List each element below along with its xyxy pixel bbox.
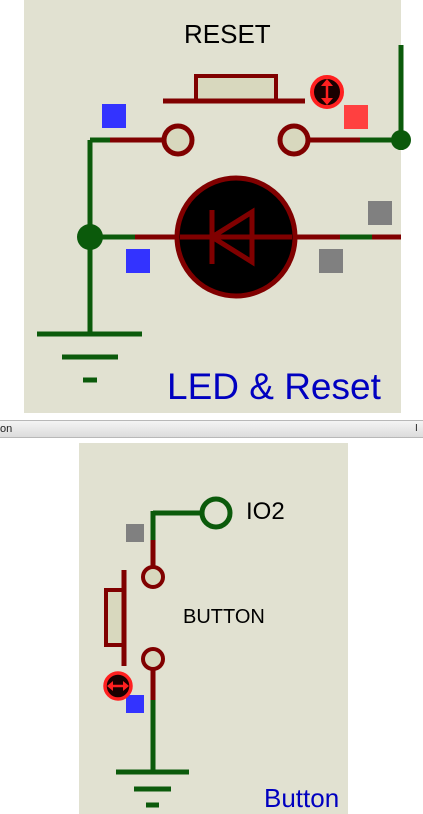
pin-state-marker [344,105,368,129]
reset-terminal-left [161,123,195,157]
pin-state-marker [368,201,392,225]
button-component-label: BUTTON [183,606,265,628]
pin-state-marker [102,104,126,128]
sheet-title-led-reset: LED & Reset [167,366,381,407]
sheet-title-button: Button [264,783,340,813]
reset-component-label: RESET [184,19,271,49]
ground-symbol-top [37,331,142,383]
ground-symbol-bottom [116,769,189,808]
scrollbar-right-end[interactable]: I [415,423,418,434]
button-terminal-top [141,565,165,589]
reset-switch[interactable] [161,74,311,157]
io2-terminal-label: IO2 [246,498,285,525]
junction-right [391,130,411,150]
reset-switch-body [194,74,278,103]
scrollbar-label: on [0,423,13,435]
pin-state-marker [126,695,144,713]
up-down-arrow-actuator-icon[interactable] [310,75,344,109]
button-switch-body [104,588,126,647]
reset-terminal-right [277,123,311,157]
left-right-arrow-actuator-icon[interactable] [103,671,133,701]
button-switch[interactable] [104,565,165,671]
pin-state-marker [126,524,144,542]
pin-state-marker [319,249,343,273]
io2-terminal-circle [199,496,233,530]
io2-terminal[interactable] [199,496,233,530]
diode-triangle-icon [207,207,255,267]
pin-state-marker [126,249,150,273]
horizontal-scrollbar[interactable]: on I [0,420,423,438]
button-terminal-bottom [141,647,165,671]
led-diode[interactable] [174,175,298,299]
